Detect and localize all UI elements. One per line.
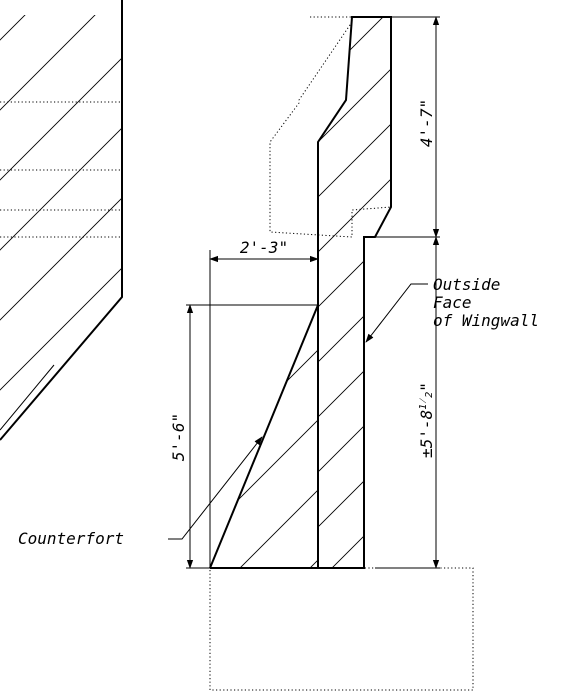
footing-outline — [209, 567, 474, 691]
wingwall-section — [317, 16, 392, 569]
left-wall-hatching — [0, 15, 122, 440]
left-wall-outline — [0, 0, 123, 441]
ghost-wall-outline — [269, 16, 392, 238]
dimension-top-height: 4'-7" — [375, 16, 440, 238]
outside-face-label-line2: Face — [433, 293, 472, 312]
counterfort-callout: Counterfort — [18, 436, 263, 548]
dimension-counterfort-width-label: 2'-3" — [240, 238, 288, 257]
counterfort-label: Counterfort — [18, 529, 124, 548]
counterfort-hatching — [210, 307, 318, 568]
dimension-lower-height-label: ±5'-81⁄2" — [417, 382, 436, 458]
left-wall-section — [0, 0, 123, 441]
outside-face-label-line1: Outside — [433, 275, 500, 294]
dimension-counterfort-width: 2'-3" — [209, 238, 319, 305]
dimension-lower-height-frac-num: 1 — [418, 404, 429, 410]
counterfort-edge — [209, 304, 319, 569]
dimension-counterfort-height: 5'-6" — [169, 304, 210, 569]
outside-face-label-line3: of Wingwall — [433, 311, 539, 330]
wingwall-outline — [317, 16, 392, 569]
dimension-lower-height-suffix: " — [417, 382, 436, 392]
dimension-lower-height-prefix: ±5'-8 — [417, 410, 436, 458]
counterfort-section — [186, 304, 319, 569]
dimension-lower-height: ±5'-81⁄2" — [417, 236, 440, 569]
dimension-lower-height-frac-den: 2 — [424, 392, 435, 398]
dimension-top-height-label: 4'-7" — [417, 99, 436, 147]
left-wall-batter-line — [0, 364, 55, 431]
dimension-counterfort-height-label: 5'-6" — [169, 413, 188, 461]
outside-face-callout: Outside Face of Wingwall — [365, 275, 539, 343]
